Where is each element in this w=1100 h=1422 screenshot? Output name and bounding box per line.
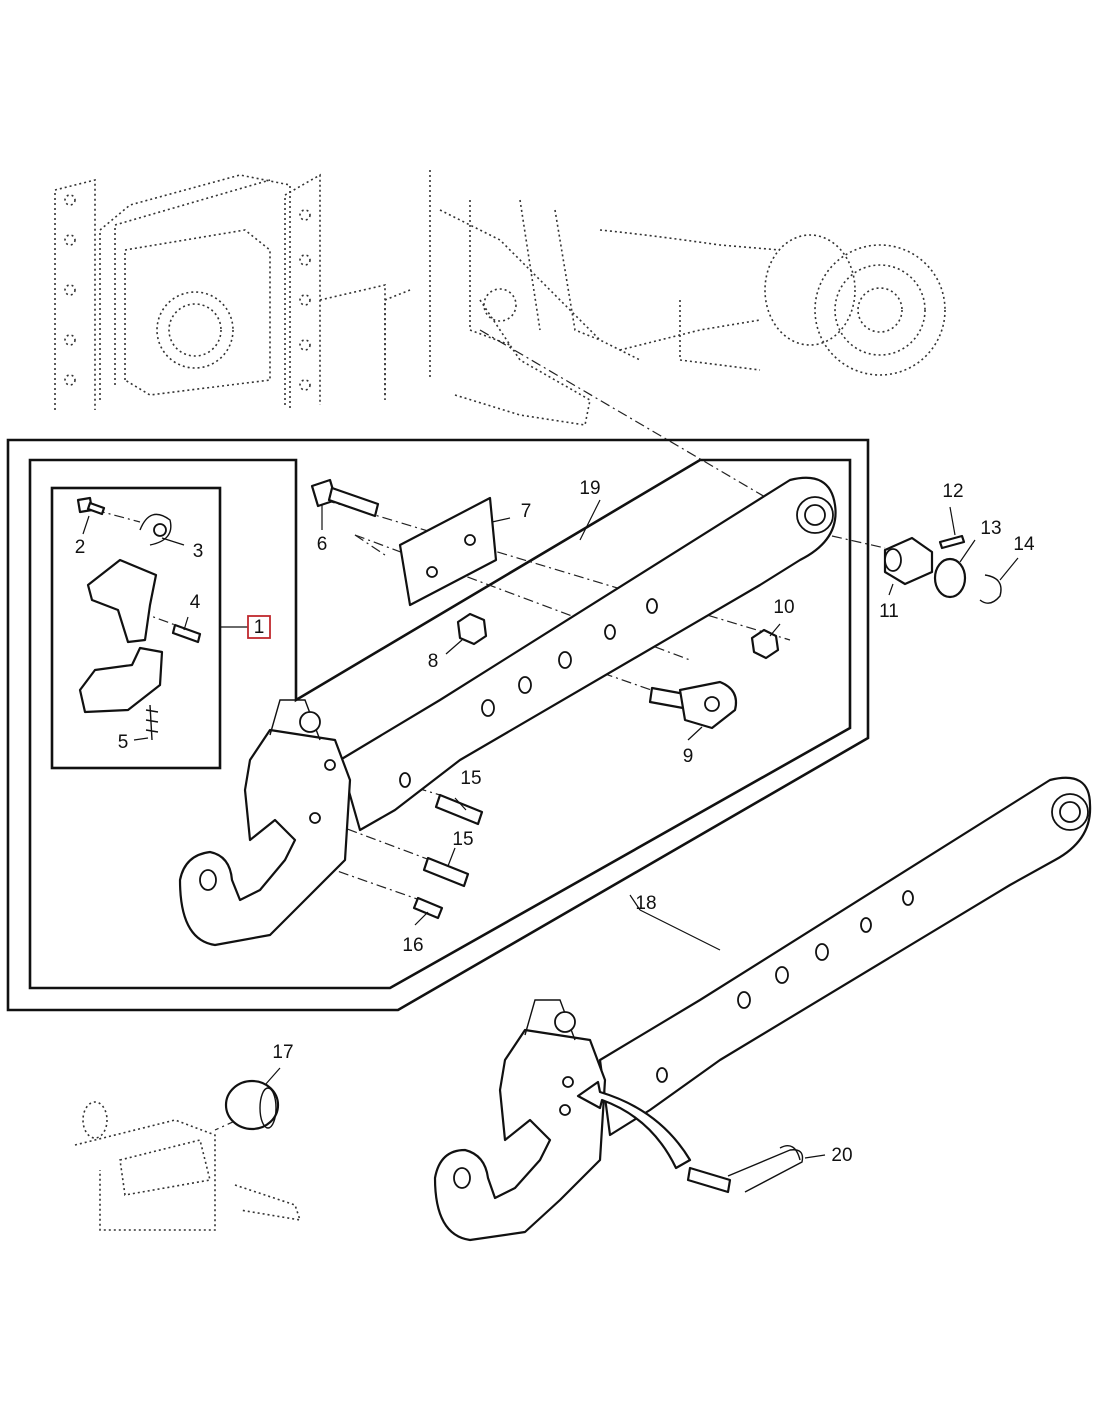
nut-10 (750, 628, 780, 660)
kit-parts-2-5 (76, 496, 202, 741)
lower-link-arm-right (598, 776, 1092, 1137)
callout-17: 17 (272, 1042, 293, 1063)
leader-lines (82, 499, 1019, 1159)
ball-17 (224, 1079, 280, 1131)
quick-hitch-hook-upper (178, 699, 352, 947)
callout-13: 13 (980, 518, 1001, 539)
callout-1-highlight-box (247, 615, 271, 639)
callout-18: 18 (635, 893, 656, 914)
callout-4: 4 (190, 592, 201, 613)
pins-15-16 (412, 793, 484, 920)
callout-20: 20 (831, 1145, 852, 1166)
callout-7: 7 (521, 501, 532, 522)
bushing-parts-11-14 (883, 534, 1002, 604)
inner-callout-frame (28, 458, 852, 990)
callout-1: 1 (254, 617, 265, 638)
callout-9: 9 (683, 746, 694, 767)
tractor-rear-housing-ghost (54, 170, 946, 426)
callout-8: 8 (428, 651, 439, 672)
callout-3: 3 (193, 541, 204, 562)
kit-detail-frame (50, 486, 222, 770)
hitch-ghost (74, 1101, 302, 1231)
lower-link-arm-left (338, 476, 837, 832)
clevis-bolt-9 (648, 680, 738, 730)
callout-10: 10 (773, 597, 794, 618)
callout-labels: 1 2 3 4 5 6 7 8 9 10 11 12 13 14 15 15 1… (75, 478, 1035, 1166)
callout-14: 14 (1013, 534, 1035, 555)
callout-19: 19 (579, 478, 600, 499)
nut-8 (456, 612, 488, 646)
callout-12: 12 (942, 481, 963, 502)
bolt-6 (310, 478, 380, 518)
callout-15b: 15 (452, 829, 473, 850)
callout-16: 16 (402, 935, 423, 956)
plate-7 (398, 496, 498, 607)
quick-hitch-hook-lower (433, 999, 607, 1242)
callout-5: 5 (118, 732, 129, 753)
lynch-pin-20 (686, 1145, 804, 1194)
callout-15a: 15 (460, 768, 481, 789)
callout-6: 6 (317, 534, 328, 555)
assembly-arrow (576, 1080, 692, 1170)
outer-callout-frame (6, 438, 870, 1012)
callout-2: 2 (75, 537, 86, 558)
callout-11: 11 (879, 601, 899, 622)
